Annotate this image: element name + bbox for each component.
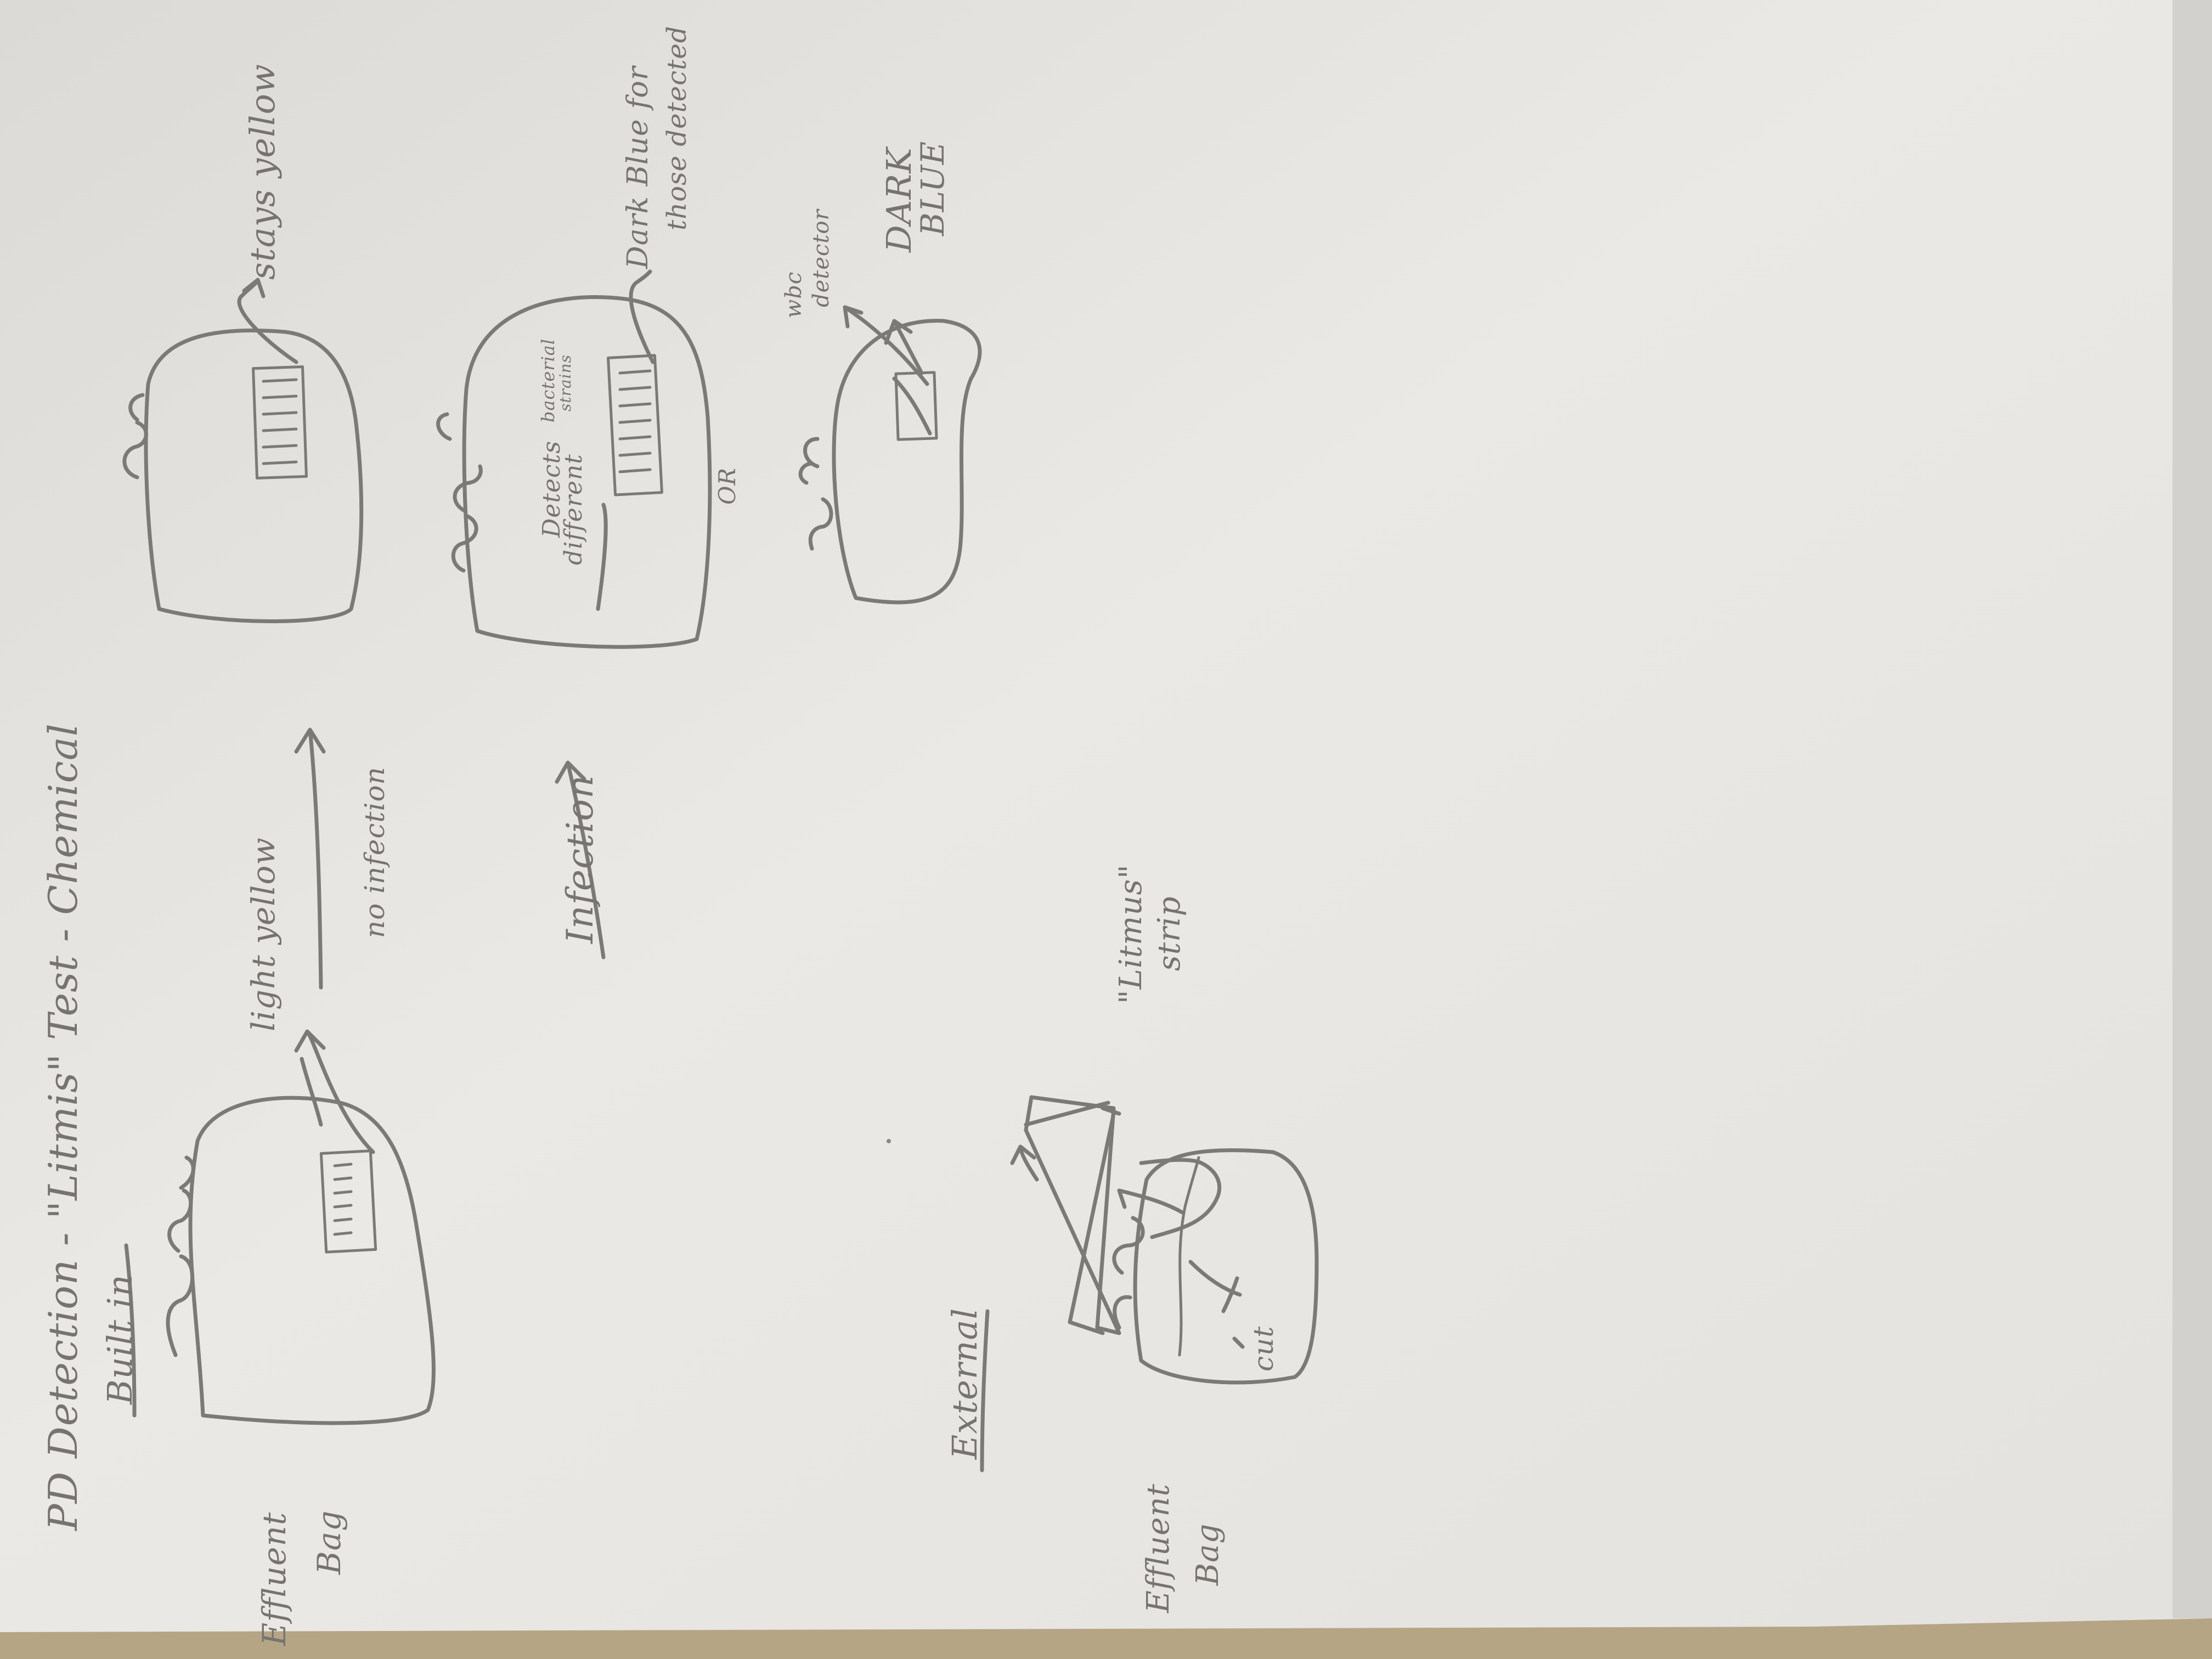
dark-blue-caps-1: DARK bbox=[879, 146, 919, 253]
dark-blue-caps-2: BLUE bbox=[914, 141, 951, 236]
effluent-bag-label-1: Effluent bbox=[256, 1512, 293, 1646]
paper-shadow-edge bbox=[2172, 0, 2212, 1618]
detects-label-3: bacterial bbox=[538, 338, 558, 422]
wbc-detector-bag-drawing bbox=[798, 305, 982, 605]
stays-yellow-bag-drawing bbox=[122, 278, 364, 623]
bacterial-detector-bag-drawing bbox=[436, 269, 712, 649]
dark-blue-label-1: Dark Blue for bbox=[622, 65, 654, 269]
dark-blue-label-2: those detected bbox=[662, 25, 692, 230]
stays-yellow-label: stays yellow bbox=[242, 64, 283, 280]
external-heading: External bbox=[945, 1308, 985, 1460]
detects-label-2: different bbox=[560, 454, 588, 565]
detects-label-4: strains bbox=[556, 354, 574, 411]
cut-label: cut bbox=[1248, 1326, 1279, 1372]
litmus-strip-label-1: "Litmus" bbox=[1113, 864, 1149, 1004]
builtin-heading: Built in bbox=[100, 1274, 140, 1405]
effluent-bag-label-2: Bag bbox=[311, 1510, 348, 1575]
wbc-label-2: detector bbox=[809, 208, 834, 307]
builtin-underline bbox=[124, 1243, 137, 1418]
no-infection-arrow bbox=[294, 727, 326, 990]
infection-label: Infection bbox=[559, 775, 601, 944]
detects-label-1: Detects bbox=[538, 441, 566, 538]
or-label: OR bbox=[714, 467, 741, 505]
wbc-label-1: wbc bbox=[781, 272, 806, 318]
page-title: PD Detection - "Litmis" Test - Chemical bbox=[40, 723, 86, 1532]
litmus-strip-label-2: strip bbox=[1152, 896, 1187, 971]
infection-arrow bbox=[555, 760, 606, 960]
ext-effluent-label-2: Bag bbox=[1190, 1523, 1226, 1586]
external-underline bbox=[980, 1309, 990, 1472]
external-effluent-bag-drawing bbox=[1010, 1095, 1319, 1385]
builtin-effluent-bag-drawing bbox=[166, 1029, 436, 1425]
no-infection-label: no infection bbox=[359, 766, 391, 938]
pencil-dot bbox=[887, 1139, 891, 1143]
light-yellow-label: light yellow bbox=[245, 837, 282, 1031]
ext-effluent-label-1: Effluent bbox=[1141, 1483, 1176, 1613]
